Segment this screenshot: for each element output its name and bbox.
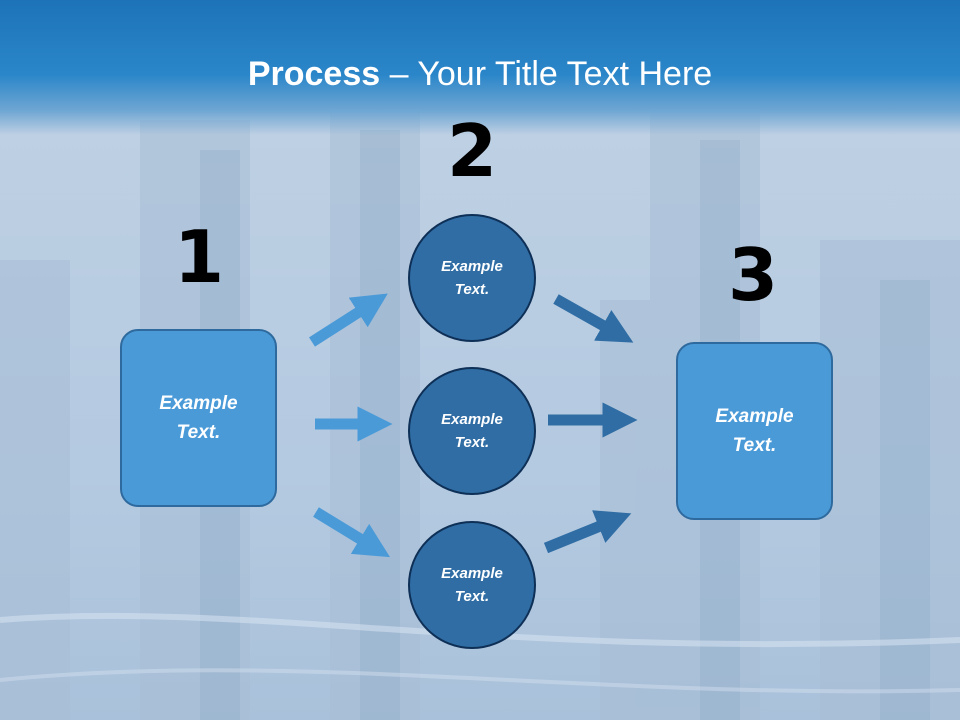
step-2-number: 2 xyxy=(446,109,498,193)
step-2-circle-top-text: Example Text. xyxy=(441,258,503,298)
title-rest: – Your Title Text Here xyxy=(380,55,713,93)
step-1-number: 1 xyxy=(173,215,225,299)
title-band xyxy=(0,0,960,135)
step-3-box: Example Text. xyxy=(676,342,833,520)
step-2-circle-bottom: Example Text. xyxy=(408,521,536,649)
step-1-box: Example Text. xyxy=(120,329,277,507)
step-2-circle-middle: Example Text. xyxy=(408,367,536,495)
title-bold: Process xyxy=(247,55,381,93)
slide-title: Process – Your Title Text Here xyxy=(0,52,960,96)
arrow-bottom-to-3 xyxy=(543,510,632,554)
arrow-1-to-bottom xyxy=(313,507,391,558)
step-3-number: 3 xyxy=(727,233,779,317)
arrow-top-to-3 xyxy=(553,294,634,343)
step-3-text: Example Text. xyxy=(715,406,794,456)
arrow-1-to-top xyxy=(309,293,388,347)
step-2-circle-middle-text: Example Text. xyxy=(441,411,503,451)
step-2-circle-bottom-text: Example Text. xyxy=(441,565,503,605)
step-2-circle-top: Example Text. xyxy=(408,214,536,342)
step-1-text: Example Text. xyxy=(159,393,238,443)
